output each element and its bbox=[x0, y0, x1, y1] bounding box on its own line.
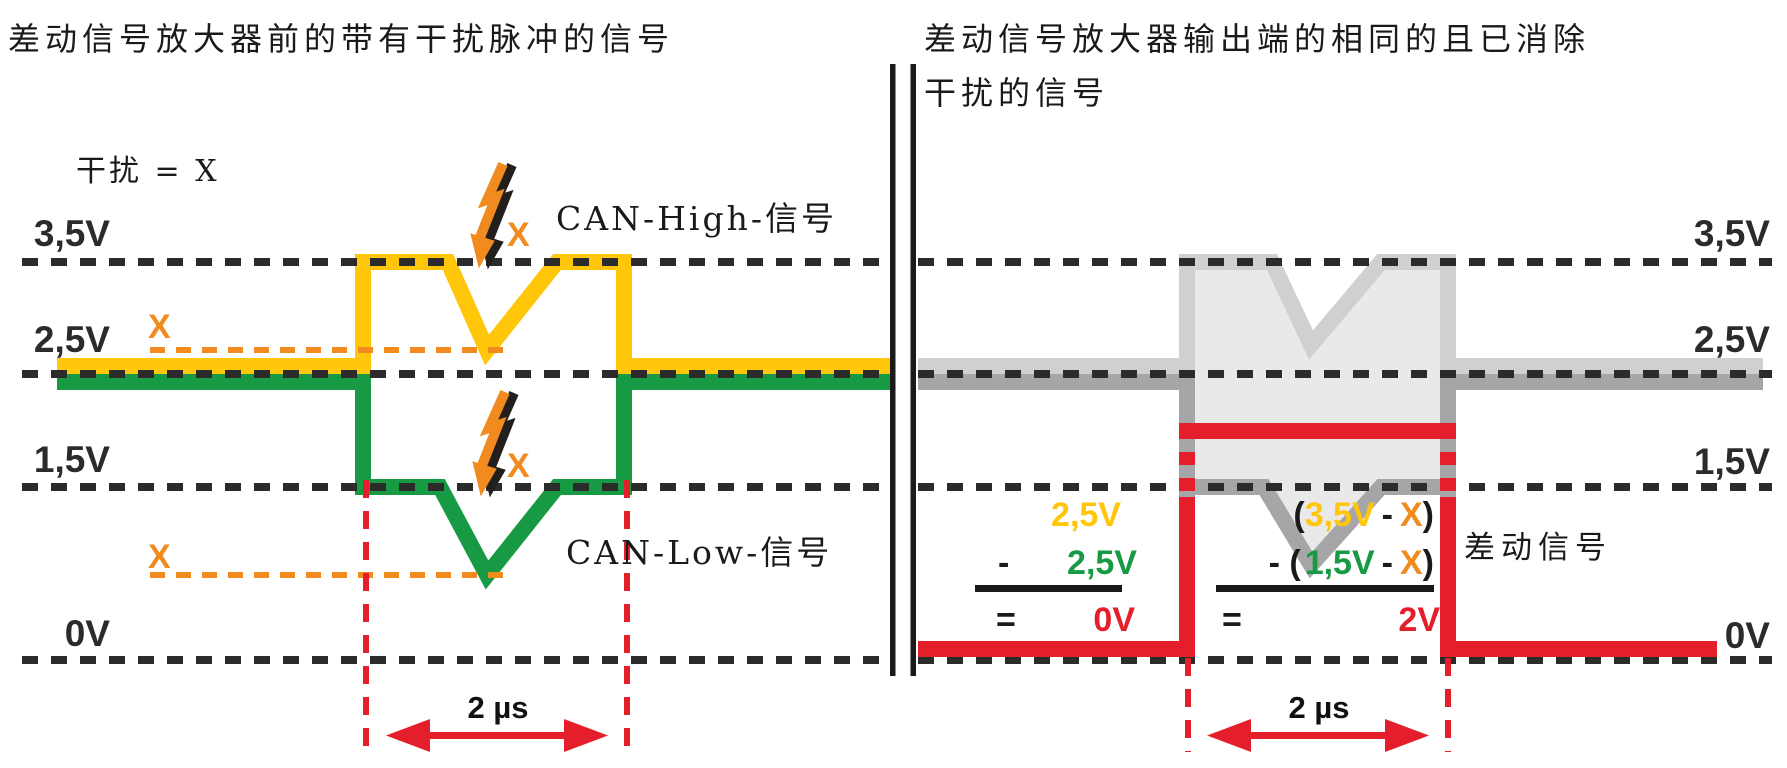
interference-legend: 干扰 = X bbox=[76, 154, 220, 189]
formula-right-fraction-bar bbox=[1216, 585, 1434, 592]
equals-operator: = bbox=[1222, 600, 1242, 639]
minus-operator: - bbox=[1381, 495, 1393, 534]
close-paren: ) bbox=[1422, 543, 1434, 582]
duration-label-left: 2 µs bbox=[467, 690, 529, 725]
gray-fill-region bbox=[1187, 262, 1448, 565]
axis-left-2v5: 2,5V bbox=[33, 319, 110, 360]
formula-right-x2: X bbox=[1399, 543, 1423, 582]
can-high-label: CAN-High-信号 bbox=[556, 199, 837, 238]
formula-left-high-value: 2,5V bbox=[1051, 495, 1121, 534]
formula-left-line2: - 2,5V bbox=[975, 540, 1151, 586]
right-panel-title-line2: 干扰的信号 bbox=[924, 74, 1110, 112]
panel-separator bbox=[890, 64, 916, 676]
formula-right-line1: ( 3,5V - X ) bbox=[1216, 492, 1436, 538]
close-paren: ) bbox=[1422, 495, 1434, 534]
edge-overlap-stripes bbox=[1179, 439, 1456, 497]
formula-left-line1: 2,5V bbox=[975, 492, 1135, 538]
can-low-waveform bbox=[57, 374, 890, 590]
axis-right-1v5: 1,5V bbox=[1693, 441, 1770, 482]
differential-signal-label: 差动信号 bbox=[1464, 530, 1612, 566]
x-marker-bolt-low: X bbox=[507, 447, 530, 485]
differential-signal-waveform bbox=[918, 423, 1717, 657]
formula-left-result: 0V bbox=[1093, 600, 1135, 639]
voltage-gridlines bbox=[22, 258, 1772, 664]
can-low-label: CAN-Low-信号 bbox=[566, 533, 833, 572]
formula-right-line3: = 2V bbox=[1216, 597, 1500, 643]
duration-arrow-left bbox=[386, 719, 608, 752]
duration-arrow-right bbox=[1207, 719, 1429, 752]
formula-left-line3: = 0V bbox=[975, 597, 1149, 643]
formula-left-fraction-bar bbox=[975, 585, 1122, 592]
equals-operator: = bbox=[996, 600, 1016, 639]
axis-right-3v5: 3,5V bbox=[1693, 213, 1770, 254]
axis-left-3v5: 3,5V bbox=[33, 213, 110, 254]
open-paren: ( bbox=[1293, 495, 1305, 534]
x-marker-high-level: X bbox=[148, 308, 171, 346]
axis-left-1v5: 1,5V bbox=[33, 439, 110, 480]
minus-operator: - bbox=[998, 543, 1010, 582]
axis-right-0v: 0V bbox=[1724, 615, 1770, 656]
axis-left-0v: 0V bbox=[64, 613, 110, 654]
formula-left-low-value: 2,5V bbox=[1067, 543, 1137, 582]
formula-right-low-value: 1,5V bbox=[1304, 543, 1375, 582]
x-marker-low-level: X bbox=[148, 538, 171, 576]
x-marker-bolt-high: X bbox=[507, 216, 530, 254]
axis-right-2v5: 2,5V bbox=[1693, 319, 1770, 360]
gray-can-low-waveform bbox=[918, 374, 1763, 579]
formula-right-result: 2V bbox=[1398, 600, 1440, 639]
gray-can-high-waveform bbox=[918, 254, 1763, 374]
right-panel-title-line1: 差动信号放大器输出端的相同的且已消除 bbox=[924, 20, 1591, 58]
formula-right-line2: - ( 1,5V - X ) bbox=[1216, 540, 1436, 586]
lightning-bolt-high-icon bbox=[471, 164, 512, 268]
formula-right-x1: X bbox=[1399, 495, 1423, 534]
minus-open-paren: - ( bbox=[1268, 543, 1301, 582]
formula-right-high-value: 3,5V bbox=[1304, 495, 1375, 534]
interference-level-lines bbox=[150, 347, 504, 578]
can-high-waveform bbox=[57, 254, 890, 374]
duration-label-right: 2 µs bbox=[1288, 690, 1350, 725]
left-panel-title: 差动信号放大器前的带有干扰脉冲的信号 bbox=[8, 20, 675, 58]
minus-operator: - bbox=[1381, 543, 1393, 582]
time-window-markers bbox=[363, 480, 1451, 752]
